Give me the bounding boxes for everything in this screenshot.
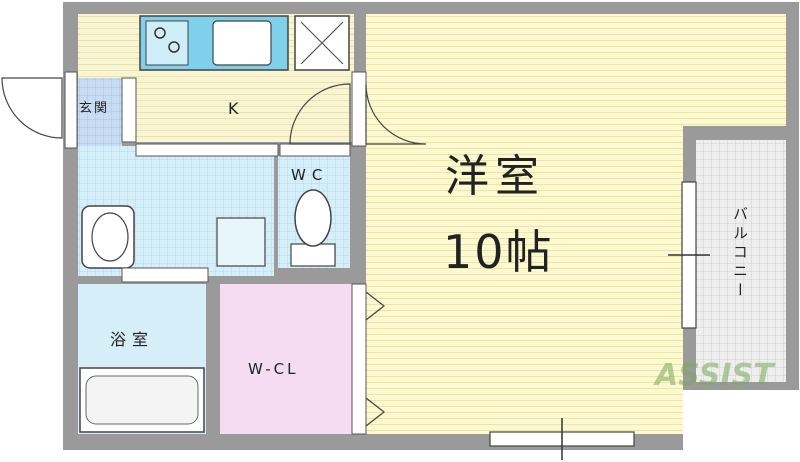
wc-door-frame — [279, 143, 351, 157]
washing-machine-space — [216, 217, 266, 267]
burner-icon — [154, 27, 166, 39]
toilet-tank — [290, 243, 336, 267]
bathtub-basin-icon — [85, 375, 199, 425]
entrance-label: 玄関 — [79, 101, 110, 116]
bathroom-door — [121, 267, 209, 283]
washbasin-bowl-icon — [91, 212, 129, 262]
fridge-cross-icon — [300, 21, 344, 65]
western-room-floor-lower — [366, 126, 683, 434]
wc-door-swing-icon — [289, 83, 351, 145]
western-room-size: 10帖 — [443, 225, 554, 279]
outside-area — [683, 390, 800, 452]
walk-in-closet-floor — [220, 284, 352, 434]
washbasin — [81, 205, 135, 269]
walk-in-closet-label: W-CL — [248, 360, 299, 378]
entrance-door-frame — [64, 71, 78, 149]
kitchen-label: K — [228, 99, 239, 118]
sliding-door — [135, 143, 279, 157]
western-room-label: 洋室 — [445, 151, 545, 202]
room-door-swing-icon — [365, 83, 427, 145]
balcony-label: バルコニー — [731, 206, 749, 301]
burner-icon — [168, 41, 180, 53]
toilet-bowl-icon — [294, 189, 332, 247]
balcony-floor — [696, 140, 786, 382]
entrance-step — [121, 77, 137, 143]
closet-doors — [351, 283, 367, 435]
watermark-logo: ASSIST — [655, 358, 774, 393]
entrance-door-swing-icon — [1, 77, 63, 139]
bathroom-label: 浴室 — [110, 330, 155, 349]
closet-door-icon — [365, 291, 385, 427]
sink — [212, 20, 272, 66]
wc-label: WC — [291, 166, 329, 184]
room-door-frame — [351, 71, 367, 147]
stove — [145, 20, 189, 66]
